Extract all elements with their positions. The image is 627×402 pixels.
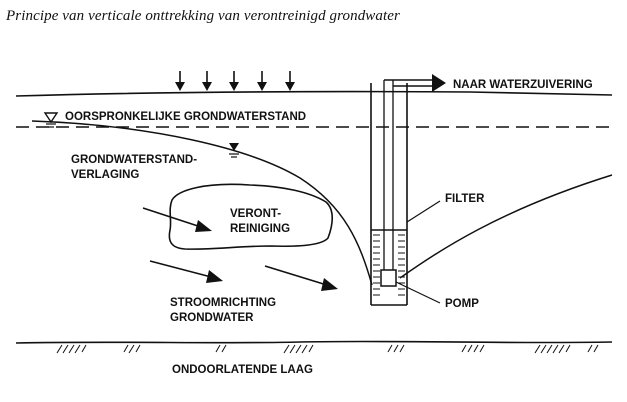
extraction-well: [370, 80, 408, 306]
contamination-label-line2: REINIGING: [230, 223, 290, 235]
arrow-down-icon: [175, 71, 185, 91]
pump-body: [380, 269, 397, 287]
arrow-down-icon: [285, 71, 295, 91]
original-level-label: OORSPRONKELIJKE GRONDWATERSTAND: [65, 111, 306, 123]
infiltration-arrows: [175, 71, 295, 91]
drawdown-label-line2: VERLAGING: [71, 169, 139, 181]
flow-label-line1: STROOMRICHTING: [170, 297, 276, 309]
discharge-arrow: [384, 74, 446, 92]
drawdown-label-line1: GRONDWATERSTAND-: [71, 154, 197, 166]
inverted-triangle-symbol: [43, 112, 59, 128]
arrow-down-icon: [202, 71, 212, 91]
contamination-plume: [168, 183, 334, 250]
arrow-down-icon: [229, 71, 239, 91]
contamination-label-line1: VERONT-: [230, 208, 281, 220]
ground-surface-line: [15, 90, 613, 97]
drawdown-curve-right: [399, 174, 613, 279]
filter-label: FILTER: [445, 193, 485, 205]
impermeable-layer-label: ONDOORLATENDE LAAG: [172, 364, 313, 376]
arrow-right-icon: [149, 260, 223, 283]
impermeable-layer: [15, 340, 613, 354]
arrow-right-icon: [264, 265, 338, 291]
to-treatment-label: NAAR WATERZUIVERING: [453, 79, 593, 91]
pump-label: POMP: [445, 298, 479, 310]
arrow-right-icon: [142, 207, 212, 232]
arrow-down-icon: [257, 71, 267, 91]
pump-leader-line: [395, 281, 441, 304]
filter-leader-line: [406, 200, 441, 223]
flow-label-line2: GRONDWATER: [170, 312, 254, 324]
flow-arrows: [142, 207, 338, 291]
diagram-title: Principe van verticale onttrekking van v…: [6, 8, 400, 24]
drawdown-curve-left: [31, 120, 373, 286]
inverted-triangle-symbol: [229, 143, 239, 158]
